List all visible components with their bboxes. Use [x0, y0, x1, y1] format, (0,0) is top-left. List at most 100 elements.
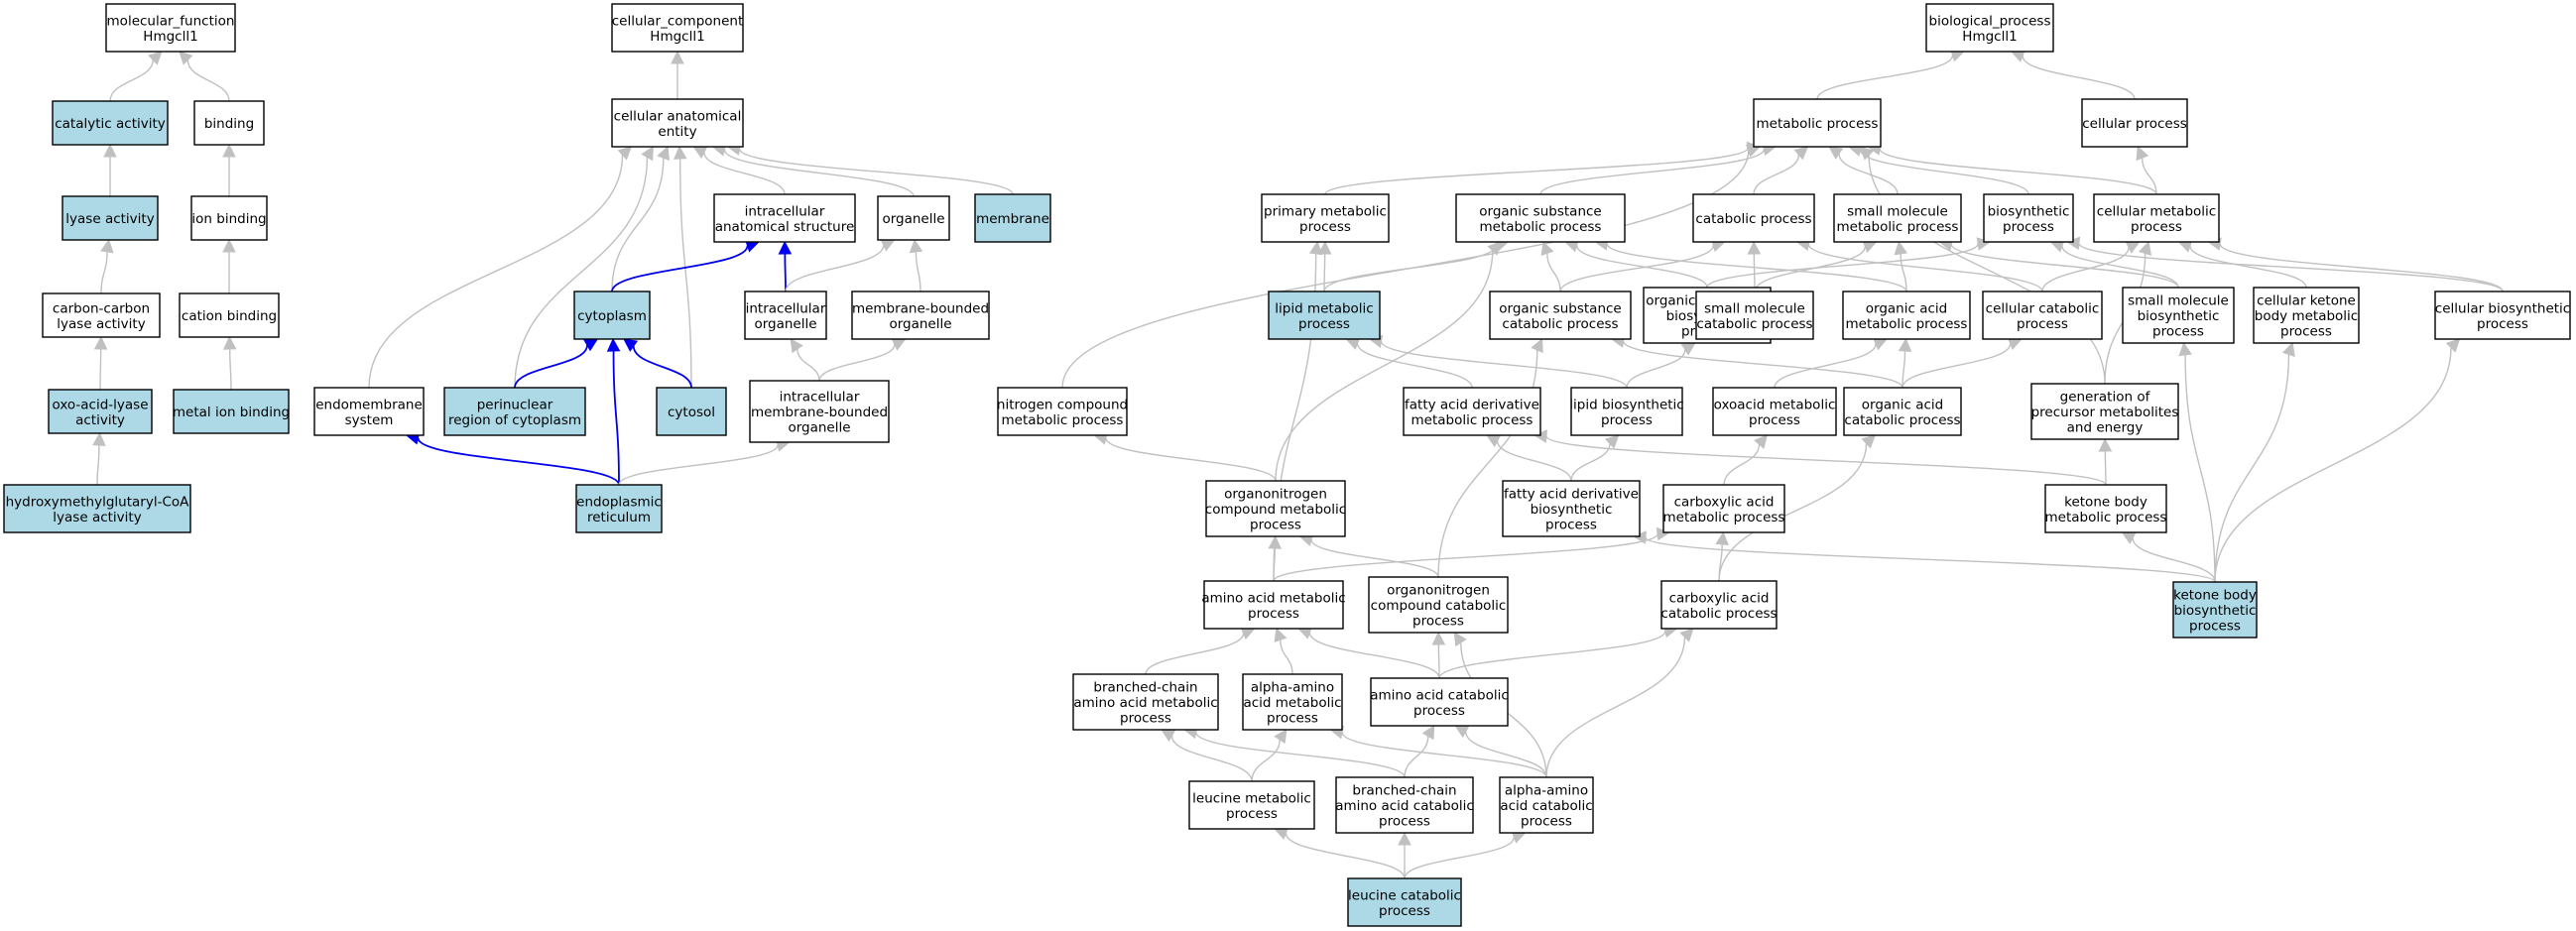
edge-arrowhead [790, 338, 803, 354]
go-term-node-metalion[interactable]: metal ion binding [173, 389, 290, 434]
edge-leuc-to-aaac [1404, 831, 1527, 879]
node-label-line: process [2003, 219, 2054, 235]
go-term-node-cytoplasm[interactable]: cytoplasm [573, 291, 651, 340]
node-label-line: process [1250, 518, 1301, 533]
go-term-node-cytosol[interactable]: cytosol [656, 387, 727, 436]
node-label-line: small molecule [1704, 300, 1805, 316]
edge-line [1901, 350, 1906, 389]
edge-arrowhead [1240, 627, 1256, 640]
node-box [1455, 193, 1626, 243]
node-box [61, 195, 159, 241]
node-label-line: catabolic process [1502, 316, 1618, 332]
edge-cclyase-to-lyase [100, 238, 114, 294]
edge-line [2189, 245, 2307, 289]
node-label-line: lyase activity [57, 316, 145, 332]
edge-metab-to-bp [1816, 49, 1965, 100]
node-label-line: organic acid [1862, 397, 1943, 412]
edge-arrowhead [2281, 341, 2295, 357]
node-label-line: cytosol [668, 405, 715, 420]
node-label-line: system [345, 412, 394, 428]
edge-line [2184, 354, 2216, 583]
node-box [1370, 677, 1509, 727]
go-term-node-organelle[interactable]: organelle [877, 195, 950, 241]
edge-oac-to-cellcat [1901, 337, 2023, 389]
edge-er-to-endomem [405, 431, 620, 486]
edge-line [2022, 56, 2136, 100]
node-box [1692, 193, 1815, 243]
go-term-node-cellproc[interactable]: cellular process [2081, 98, 2188, 148]
go-term-node-membrane[interactable]: membrane [974, 193, 1051, 243]
edge-line [1323, 253, 1326, 292]
edge-cytosol-to-cae [673, 145, 692, 389]
edge-line [703, 152, 786, 195]
node-label-line: entity [658, 124, 696, 140]
go-term-node-lyase[interactable]: lyase activity [61, 195, 159, 241]
go-term-node-ionbinding[interactable]: ion binding [190, 195, 268, 241]
node-label-line: carboxylic acid [1674, 494, 1775, 510]
node-label-line: process [1601, 412, 1653, 428]
node-label-line: metabolic process [1846, 316, 1968, 332]
node-label-line: metabolic process [1663, 510, 1785, 525]
node-label-line: generation of [2060, 390, 2151, 406]
edge-line [1575, 245, 1708, 289]
node-box [179, 292, 280, 338]
go-term-node-catab[interactable]: catabolic process [1692, 193, 1815, 243]
go-term-node-binding[interactable]: binding [193, 100, 265, 146]
go-term-node-cationbinding[interactable]: cation binding [179, 292, 280, 338]
edge-line [2041, 247, 2130, 292]
edge-line [797, 348, 820, 382]
node-box [851, 291, 990, 340]
go-term-node-metab[interactable]: metabolic process [1753, 98, 1882, 148]
go-term-node-catalytic[interactable]: catalytic activity [52, 100, 169, 146]
node-label-line: process [1749, 412, 1800, 428]
